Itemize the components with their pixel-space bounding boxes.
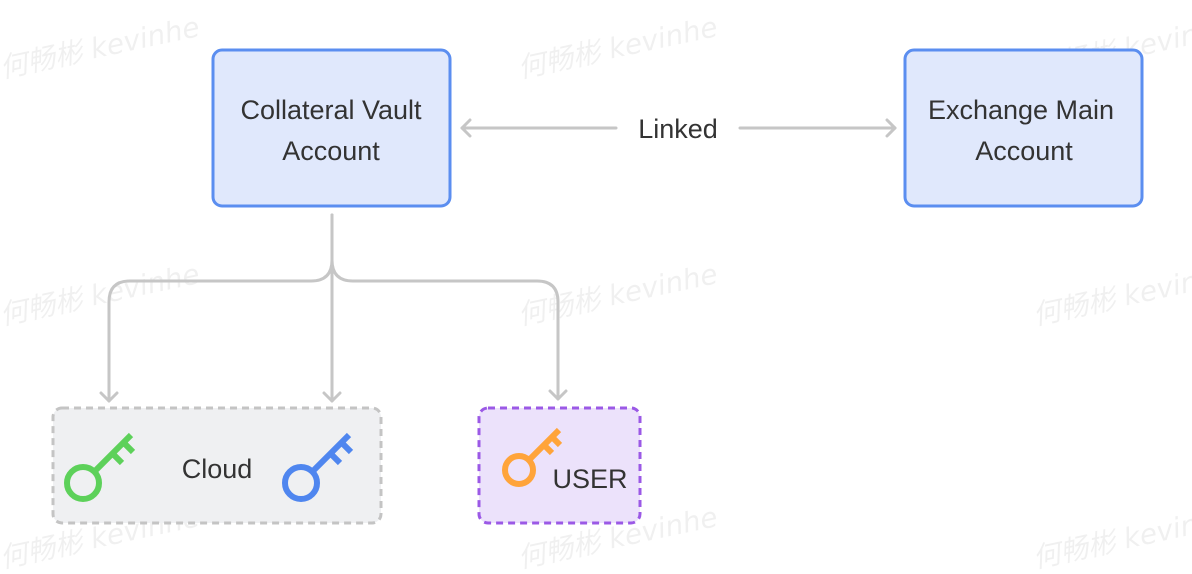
cloud-label: Cloud xyxy=(182,454,253,484)
key-icon xyxy=(282,432,354,502)
node-exchange-main-account[interactable]: Exchange Main Account xyxy=(903,48,1144,208)
edges xyxy=(99,118,897,403)
edge-vault-to-user xyxy=(330,213,568,401)
node-label-line: Account xyxy=(282,136,380,166)
key-icon xyxy=(502,427,563,487)
watermark: 何畅彬 kevinhe xyxy=(515,257,721,332)
node-label-line: Exchange Main xyxy=(928,95,1114,125)
node-label-line: Account xyxy=(975,136,1073,166)
user-label: USER xyxy=(552,464,627,494)
link-label: Linked xyxy=(638,114,718,144)
watermark: 何畅彬 kevinhe xyxy=(1030,257,1192,332)
watermark: 何畅彬 kevinhe xyxy=(1030,500,1192,574)
key-icon xyxy=(64,432,136,502)
watermark: 何畅彬 kevinhe xyxy=(0,10,202,85)
group-user[interactable]: USER xyxy=(477,406,642,525)
node-label-line: Collateral Vault xyxy=(240,95,422,125)
watermark: 何畅彬 kevinhe xyxy=(0,257,202,332)
node-collateral-vault-account[interactable]: Collateral Vault Account xyxy=(211,48,452,208)
watermark: 何畅彬 kevinhe xyxy=(515,10,721,85)
group-cloud[interactable]: Cloud xyxy=(51,406,383,525)
edge-vault-to-cloud-left xyxy=(99,213,334,403)
